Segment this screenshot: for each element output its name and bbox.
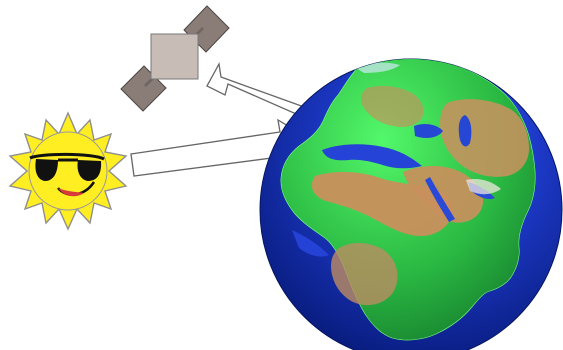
satellite-icon [121, 6, 229, 111]
earth-globe [260, 53, 562, 350]
satellite-body [151, 34, 198, 79]
sun-icon [10, 113, 126, 229]
